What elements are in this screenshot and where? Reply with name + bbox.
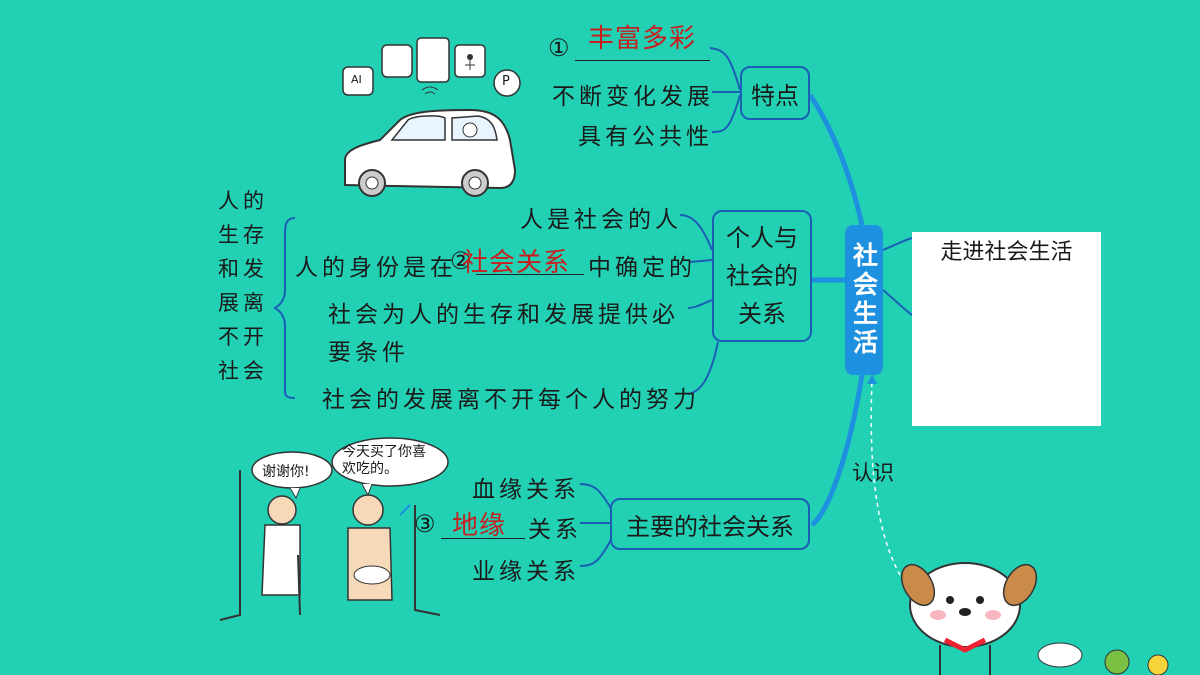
right-image-panel: 走进社会生活 <box>912 232 1101 426</box>
relation-geo-answer: 地缘 <box>452 511 507 541</box>
dog-illustration <box>900 562 1169 675</box>
smart-icons <box>342 37 521 97</box>
speech-bubble-2: 今天买了你喜欢吃的。 <box>342 444 426 477</box>
individual-item-3-line2: 要条件 <box>328 340 409 366</box>
parking-icon: P <box>502 74 510 89</box>
relation-geo-suffix: 关系 <box>528 517 582 543</box>
ai-icon: AI <box>351 73 362 86</box>
side-note: 人的生存和发展离不开社会 <box>218 189 268 383</box>
individual-item-1: 人是社会的人 <box>520 207 682 233</box>
right-panel-title: 走进社会生活 <box>940 240 1073 265</box>
feature-1-answer: 丰富多彩 <box>588 24 697 54</box>
relation-work: 业缘关系 <box>472 559 580 585</box>
relation-geo-number: ③ <box>414 510 436 538</box>
individual-item-3-line1: 社会为人的生存和发展提供必 <box>328 302 679 328</box>
relation-blood: 血缘关系 <box>472 477 580 503</box>
link-label: 认识 <box>852 461 894 485</box>
speech-bubble-1: 谢谢你! <box>262 464 310 480</box>
individual-item-2-suffix: 中确定的 <box>588 255 696 281</box>
feature-1-number: ① <box>548 34 570 62</box>
feature-3: 具有公共性 <box>578 124 713 150</box>
feature-2: 不断变化发展 <box>552 84 714 110</box>
individual-item-4: 社会的发展离不开每个人的努力 <box>322 387 700 413</box>
center-node[interactable]: 社会生活 <box>845 225 883 375</box>
features-node[interactable]: 特点 <box>740 66 810 120</box>
grannies-illustration <box>219 437 449 621</box>
car-illustration <box>344 108 517 197</box>
individual-item-2-prefix: 人的身份是在 <box>295 255 457 281</box>
individual-item-2-answer: 社会关系 <box>462 248 571 278</box>
individual-node[interactable]: 个人与社会的关系 <box>712 210 812 342</box>
relations-node[interactable]: 主要的社会关系 <box>610 498 810 550</box>
individual-item-2-number: ② <box>450 247 472 275</box>
